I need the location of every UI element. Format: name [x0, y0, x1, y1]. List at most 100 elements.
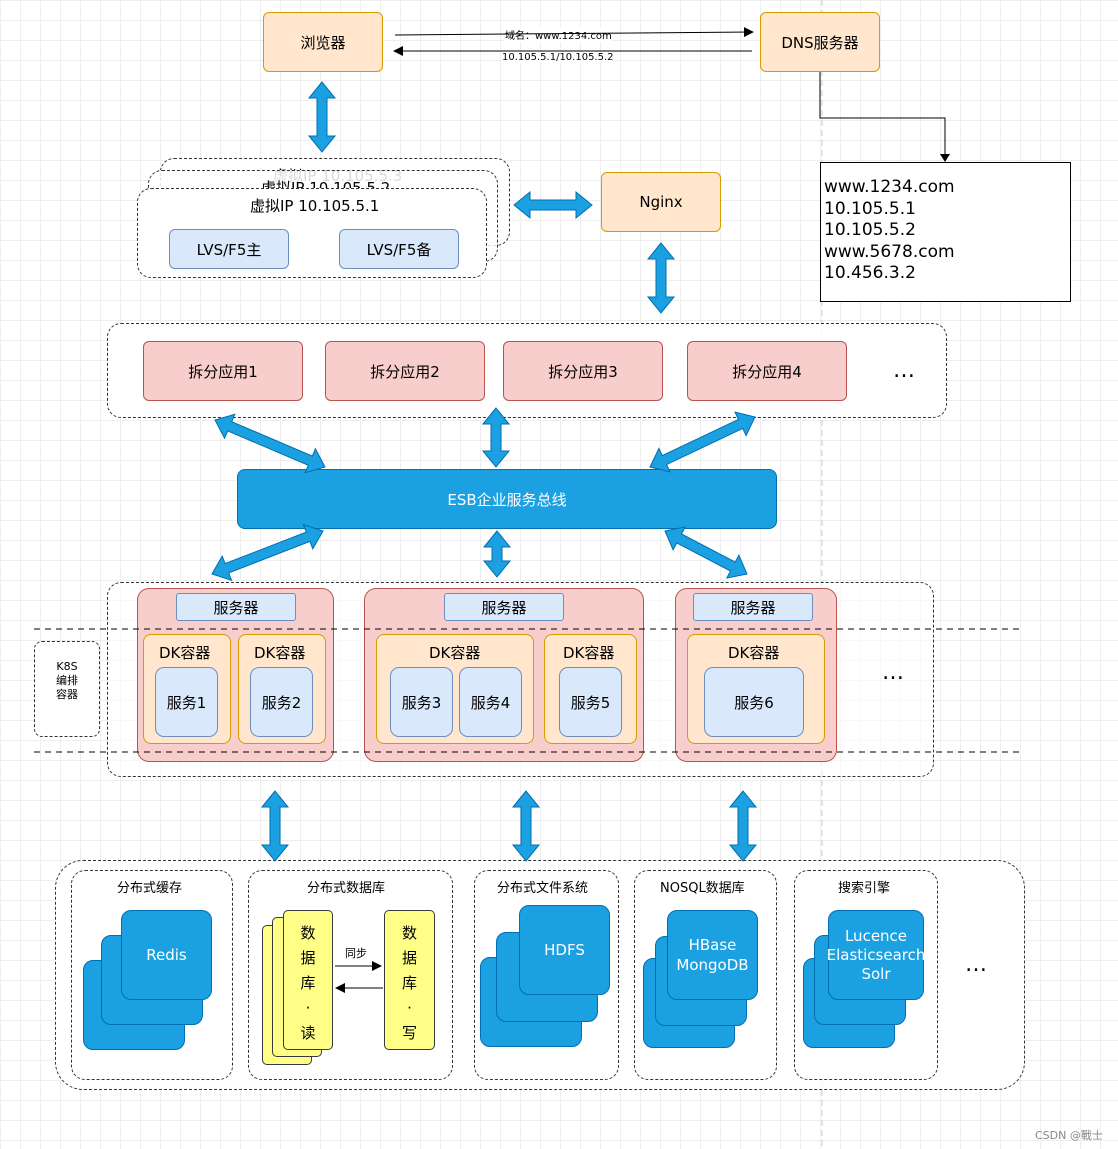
k8s-line: K8S	[56, 660, 78, 673]
cache-title: 分布式缓存	[117, 881, 183, 896]
service-label: 服务2	[261, 693, 302, 712]
browser-label: 浏览器	[300, 33, 346, 52]
k8s-label: K8S 编排 容器	[34, 660, 100, 702]
service-label: 服务6	[734, 693, 774, 712]
apps-ellipsis: …	[893, 358, 915, 383]
dns-server-label: DNS服务器	[781, 33, 859, 52]
nginx-apps-arrow	[646, 242, 676, 314]
k8s-line: 容器	[56, 688, 78, 701]
hdfs-label: HDFS	[544, 941, 585, 959]
lvs-main-label: LVS/F5主	[196, 240, 262, 259]
server-label: 服务器	[481, 598, 527, 617]
nginx-node[interactable]: Nginx	[601, 172, 721, 232]
db-read-node[interactable]: 数 据 库 · 读	[283, 910, 333, 1050]
lvs-main-node[interactable]: LVS/F5主	[169, 229, 289, 269]
service-node-2[interactable]: 服务2	[250, 667, 313, 737]
service-label: 服务5	[570, 693, 611, 712]
db-write-char: ·	[407, 999, 412, 1017]
db-write-node[interactable]: 数 据 库 · 写	[384, 910, 435, 1050]
nosql-title: NOSQL数据库	[660, 881, 745, 896]
server3-storage-arrow	[728, 790, 758, 862]
service-label: 服务3	[401, 693, 442, 712]
service-node-1[interactable]: 服务1	[155, 667, 218, 737]
search-item: Solr	[861, 964, 891, 983]
ip-arrow-label: 10.105.5.1/10.105.5.2	[502, 52, 614, 63]
app-node-4[interactable]: 拆分应用4	[687, 341, 847, 401]
db-read-char: ·	[305, 999, 311, 1017]
dk-label: DK容器	[254, 644, 306, 662]
dk-label: DK容器	[563, 644, 615, 662]
service-node-5[interactable]: 服务5	[559, 667, 622, 737]
redis-node[interactable]: Redis	[121, 910, 212, 1000]
dns-record-table: www.1234.com 10.105.5.1 10.105.5.2 www.5…	[820, 162, 1071, 302]
hdfs-node[interactable]: HDFS	[519, 905, 610, 995]
dk-label: DK容器	[159, 644, 211, 662]
db-read-char: 库	[300, 974, 316, 992]
nosql-node[interactable]: HBase MongoDB	[667, 910, 758, 1000]
browser-node[interactable]: 浏览器	[263, 12, 383, 72]
esb-label: ESB企业服务总线	[447, 490, 567, 509]
esb-server3-arrow	[664, 526, 748, 579]
nosql-item: HBase	[688, 936, 737, 954]
service-node-3[interactable]: 服务3	[390, 667, 453, 737]
dns-record: www.1234.com	[824, 177, 955, 197]
esb-bus[interactable]: ESB企业服务总线	[237, 469, 777, 529]
server-label-box: 服务器	[444, 593, 564, 621]
redis-label: Redis	[146, 946, 187, 964]
watermark: CSDN @戰士	[1035, 1129, 1103, 1142]
nginx-label: Nginx	[639, 193, 683, 211]
lvs-backup-label: LVS/F5备	[366, 240, 432, 259]
server-label-box: 服务器	[176, 593, 296, 621]
vip-label-front: 虚拟IP 10.105.5.1	[250, 197, 380, 215]
server-label: 服务器	[730, 598, 776, 617]
dns-record: 10.105.5.1	[824, 198, 916, 219]
dns-server-node[interactable]: DNS服务器	[760, 12, 880, 72]
search-item: Elasticsearch	[826, 945, 926, 964]
app4-esb-arrow	[649, 411, 756, 473]
db-write-char: 库	[401, 974, 417, 992]
domain-arrow-label: 域名：www.1234.com	[505, 27, 612, 42]
db-read-char: 读	[300, 1024, 316, 1042]
dk-label: DK容器	[429, 644, 481, 662]
app-label: 拆分应用2	[370, 362, 440, 381]
fs-title: 分布式文件系统	[497, 881, 589, 896]
app-label: 拆分应用4	[732, 362, 802, 381]
server-label: 服务器	[213, 598, 259, 617]
search-item: Lucence	[844, 926, 908, 945]
browser-lvs-arrow	[307, 81, 337, 153]
app-label: 拆分应用1	[188, 362, 258, 381]
service-node-6[interactable]: 服务6	[704, 667, 804, 737]
service-node-4[interactable]: 服务4	[459, 667, 522, 737]
dns-record-link	[819, 72, 946, 158]
dns-record: www.5678.com	[824, 241, 955, 262]
service-label: 服务1	[166, 693, 207, 712]
app-node-1[interactable]: 拆分应用1	[143, 341, 303, 401]
server-label-box: 服务器	[693, 593, 813, 621]
app-esb-arrow	[481, 407, 511, 468]
esb-server2-arrow	[482, 530, 512, 578]
lvs-backup-node[interactable]: LVS/F5备	[339, 229, 459, 269]
server2-storage-arrow	[511, 790, 541, 862]
dns-record: 10.105.5.2	[824, 220, 916, 240]
lvs-nginx-arrow	[513, 190, 593, 220]
nosql-item: MongoDB	[676, 956, 749, 974]
domain-arrow	[394, 27, 754, 38]
servers-ellipsis: …	[882, 660, 904, 685]
search-title: 搜索引擎	[838, 881, 891, 896]
app-node-2[interactable]: 拆分应用2	[325, 341, 485, 401]
server1-storage-arrow	[260, 790, 290, 862]
app-label: 拆分应用3	[548, 362, 618, 381]
storage-ellipsis: …	[965, 952, 987, 977]
dk-label: DK容器	[728, 644, 780, 662]
app1-esb-arrow	[214, 413, 326, 474]
k8s-line: 编排	[56, 674, 78, 687]
esb-server1-arrow	[211, 523, 324, 582]
sync-label: 同步	[345, 947, 367, 960]
dns-record: 10.456.3.2	[824, 263, 916, 283]
k8s-box	[34, 641, 100, 737]
app-node-3[interactable]: 拆分应用3	[503, 341, 663, 401]
search-node[interactable]: Lucence Elasticsearch Solr	[826, 910, 926, 1000]
service-label: 服务4	[470, 693, 511, 712]
db-read-char: 据	[300, 949, 316, 967]
